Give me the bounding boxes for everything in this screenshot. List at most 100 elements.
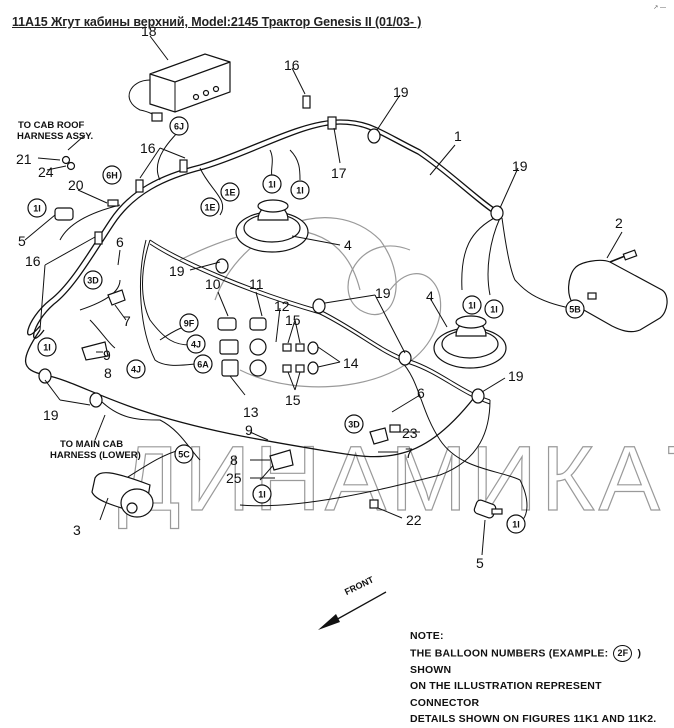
clip-16a — [302, 95, 311, 109]
svg-text:3D: 3D — [348, 420, 360, 430]
to-main-cab-label-2: HARNESS (LOWER) — [50, 450, 141, 461]
balloon: 6J — [169, 116, 189, 136]
balloon: 1I — [484, 299, 504, 319]
svg-text:4J: 4J — [131, 365, 141, 375]
svg-text:1I: 1I — [43, 343, 51, 353]
balloon: 1I — [262, 174, 282, 194]
leader-lines — [24, 35, 623, 556]
part-label: 15 — [285, 392, 301, 408]
svg-text:1I: 1I — [296, 186, 304, 196]
pin-15c — [282, 364, 292, 373]
balloon: 1I — [37, 337, 57, 357]
part-label: 23 — [402, 425, 418, 441]
svg-text:5B: 5B — [569, 305, 581, 315]
svg-text:1I: 1I — [468, 301, 476, 311]
clip-16c — [135, 179, 144, 193]
note-line-3: DETAILS SHOWN ON FIGURES 11K1 AND 11K2. — [410, 713, 657, 725]
part-label: 13 — [243, 404, 259, 420]
svg-text:1E: 1E — [204, 203, 215, 213]
note-line-2: ON THE ILLUSTRATION REPRESENT CONNECTOR — [410, 680, 602, 709]
switch-left — [54, 207, 74, 221]
part-label: 9 — [103, 347, 111, 363]
balloon: 4J — [186, 334, 206, 354]
part-label: 15 — [285, 312, 301, 328]
part-label: 19 — [393, 84, 409, 100]
grommet-19f — [471, 388, 485, 404]
part-label: 19 — [375, 285, 391, 301]
part-label: 7 — [123, 313, 131, 329]
balloon: 1I — [290, 180, 310, 200]
svg-text:6J: 6J — [174, 122, 184, 132]
svg-text:1E: 1E — [224, 188, 235, 198]
part-label: 8 — [104, 365, 112, 381]
grommet-19c — [215, 258, 229, 274]
pin-15d — [295, 364, 305, 373]
part-label: 8 — [230, 452, 238, 468]
front-arrow — [318, 591, 387, 630]
part-label: 19 — [169, 263, 185, 279]
part-label: 6 — [417, 385, 425, 401]
svg-text:9F: 9F — [184, 319, 195, 329]
part-labels: 1 2 3 4 4 5 5 6 6 7 7 8 8 9 9 10 11 12 1… — [16, 23, 623, 571]
part-label: 20 — [68, 177, 84, 193]
part-label: 25 — [226, 470, 242, 486]
svg-text:3D: 3D — [87, 276, 99, 286]
balloon: 9F — [179, 313, 199, 333]
part-label: 2 — [615, 215, 623, 231]
balloon: 1I — [27, 198, 47, 218]
to-cab-roof-label: TO CAB ROOF — [18, 120, 85, 131]
grommet-19g — [38, 368, 52, 384]
seal-14a — [307, 341, 319, 355]
diagram-title: 11A15 Жгут кабины верхний, Model:2145 Тр… — [12, 15, 422, 29]
part-label: 11 — [249, 276, 264, 292]
note-line-1: THE BALLOON NUMBERS (EXAMPLE: 2F ) SHOWN — [410, 644, 674, 679]
bolt-20 — [107, 199, 119, 207]
parts — [38, 53, 668, 519]
part-label: 7 — [405, 445, 413, 461]
balloon: 6A — [193, 354, 213, 374]
connector-13 — [221, 359, 239, 377]
lamp-8-left — [81, 341, 109, 361]
watermark: ДИНАМИКА76 — [117, 427, 674, 530]
to-main-cab-label: TO MAIN CAB — [60, 439, 123, 450]
part-label: 1 — [454, 128, 462, 144]
clip-16b — [179, 159, 188, 173]
part-label: 16 — [284, 57, 300, 73]
lamp-8-right — [269, 449, 294, 471]
part-label: 16 — [25, 253, 41, 269]
note-line-1-post: ) SHOWN — [410, 646, 642, 676]
part-label: 17 — [331, 165, 347, 181]
balloon: 6H — [102, 165, 122, 185]
part-label: 4 — [344, 237, 352, 253]
to-cab-roof-label-2: HARNESS ASSY. — [17, 131, 93, 142]
balloon: 1E — [200, 197, 220, 217]
screw-22 — [369, 499, 379, 509]
lamp-holder-left — [107, 289, 126, 306]
radio-unit — [128, 53, 231, 122]
part-label: 3 — [73, 522, 81, 538]
balloon: 1E — [220, 182, 240, 202]
pin-15a — [282, 343, 292, 352]
svg-text:1I: 1I — [33, 204, 41, 214]
note-block: NOTE: THE BALLOON NUMBERS (EXAMPLE: 2F )… — [410, 628, 674, 728]
balloon: 5C — [174, 444, 194, 464]
svg-text:1I: 1I — [512, 520, 520, 530]
annotations: TO CAB ROOF HARNESS ASSY. TO MAIN CAB HA… — [17, 120, 141, 461]
part-label: 19 — [512, 158, 528, 174]
connector-12b — [249, 338, 267, 356]
part-label: 4 — [426, 288, 434, 304]
svg-text:1I: 1I — [258, 490, 266, 500]
svg-text:1I: 1I — [490, 305, 498, 315]
svg-text:6A: 6A — [197, 360, 209, 370]
bolt-17 — [327, 116, 337, 130]
balloon: 1I — [462, 295, 482, 315]
connector-13b — [249, 359, 267, 377]
connector-12a — [219, 339, 239, 355]
grommet-19e — [398, 350, 412, 366]
switch-right — [473, 499, 503, 519]
nut-21 — [61, 155, 71, 165]
wiring-harness-diagram: ДИНАМИКА76 — [16, 23, 674, 630]
corner-mark: ↗ — — [653, 5, 666, 11]
part-label: 5 — [18, 233, 26, 249]
svg-text:1I: 1I — [268, 180, 276, 190]
